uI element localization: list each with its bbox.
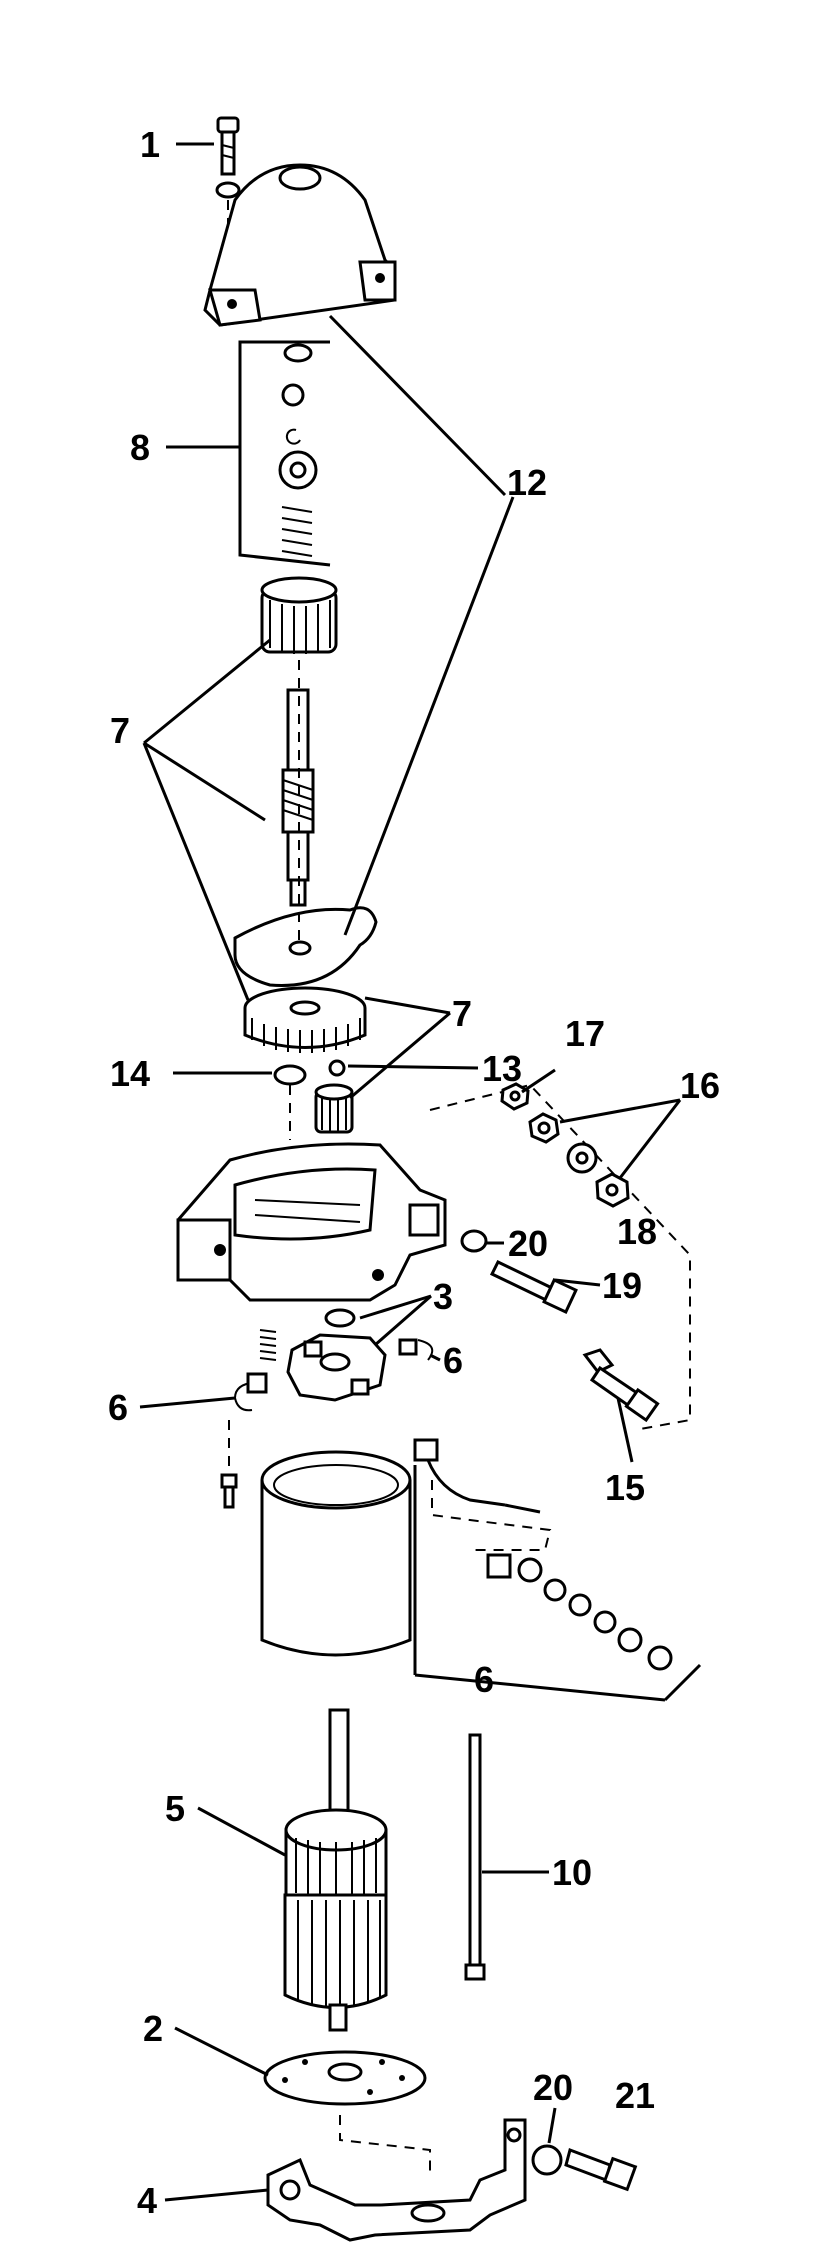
part-17-nut [500, 1082, 530, 1111]
callout-12: 12 [507, 462, 547, 503]
part-6-brush-right [398, 1338, 434, 1361]
end-plate [233, 906, 378, 987]
callout-2: 2 [143, 2008, 163, 2049]
part-15-terminal-stud [582, 1348, 660, 1423]
callout-5: 5 [165, 1788, 185, 1829]
callout-10: 10 [552, 1852, 592, 1893]
part-5-armature [283, 1708, 388, 2032]
part-16-nut-upper [528, 1112, 560, 1144]
part-2-end-cap [263, 2050, 427, 2106]
part-13-ring [328, 1059, 346, 1077]
hardware-stack [413, 1465, 702, 1702]
callout-18: 18 [617, 1211, 657, 1252]
washer-small [215, 181, 241, 199]
callout-6: 6 [474, 1659, 494, 1700]
stator-frame [260, 1450, 412, 1657]
callout-4: 4 [137, 2180, 157, 2221]
callout-20: 20 [508, 1223, 548, 1264]
callout-7: 7 [110, 710, 130, 751]
part-8-drive-parts [238, 340, 331, 567]
brush-spring [259, 1329, 277, 1361]
callout-1: 1 [140, 124, 160, 165]
part-20-washer-top [460, 1229, 488, 1253]
leader-lines [139, 142, 682, 2202]
part-19-bolt [489, 1260, 578, 1314]
callout-6: 6 [443, 1340, 463, 1381]
callout-6: 6 [108, 1387, 128, 1428]
part-4-bracket [266, 2118, 527, 2242]
callout-16: 16 [680, 1065, 720, 1106]
callout-3: 3 [433, 1276, 453, 1317]
part-20-washer-bottom [531, 2144, 563, 2176]
part-6-brush-left [233, 1372, 268, 1412]
callout-14: 14 [110, 1053, 150, 1094]
large-gear [243, 986, 367, 1053]
part-10-through-bolt [464, 1733, 486, 1981]
part-1-bolt [216, 116, 240, 176]
callout-8: 8 [130, 427, 150, 468]
part-3-washer [324, 1308, 356, 1328]
part-16-nut-lower [595, 1172, 630, 1208]
terminal-wire [413, 1438, 541, 1514]
guide-line [339, 2115, 431, 2175]
callout-17: 17 [565, 1013, 605, 1054]
small-pinion [314, 1083, 354, 1134]
callout-15: 15 [605, 1467, 645, 1508]
starter-housing [176, 1142, 447, 1302]
callout-19: 19 [602, 1265, 642, 1306]
callout-7: 7 [452, 993, 472, 1034]
callout-21: 21 [615, 2075, 655, 2116]
screw [220, 1473, 238, 1509]
part-21-bolt [564, 2148, 638, 2192]
callout-20: 20 [533, 2067, 573, 2108]
part-18-washer [566, 1142, 598, 1174]
guide-line [431, 1480, 552, 1551]
part-14-washer [273, 1064, 307, 1086]
callout-13: 13 [482, 1048, 522, 1089]
pinion-gear [260, 576, 338, 654]
part-3-brush-holder [286, 1333, 387, 1402]
part-12-drive-cap [203, 163, 397, 327]
